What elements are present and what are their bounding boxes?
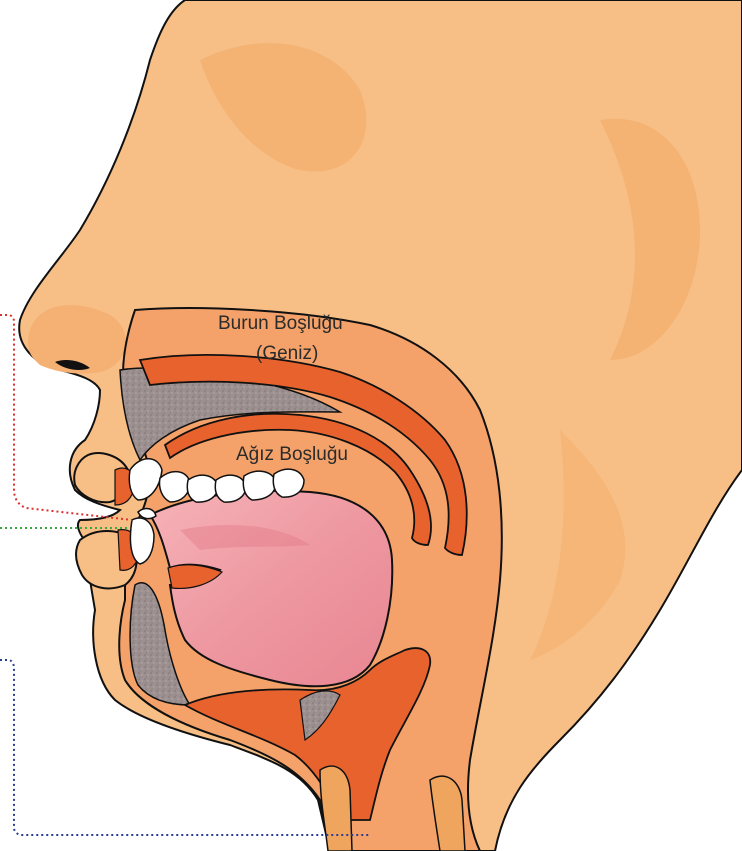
oral-cavity-label: Ağız Boşluğu [236, 444, 348, 465]
nasal-cavity-label-line2: (Geniz) [256, 343, 318, 364]
larynx-front [320, 766, 352, 851]
nasal-cavity-label-line1: Burun Boşluğu [218, 313, 343, 334]
